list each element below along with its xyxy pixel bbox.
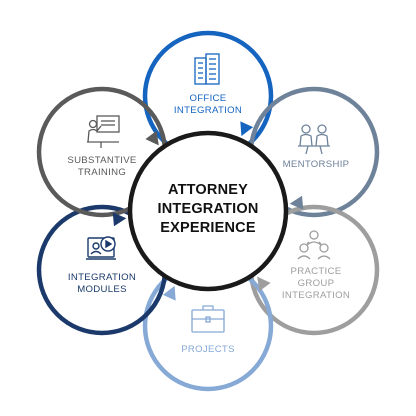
label-substantive-training-2: TRAINING (78, 167, 126, 178)
briefcase-icon (191, 305, 225, 333)
center-circle (127, 130, 289, 292)
center-hub: ATTORNEY INTEGRATION EXPERIENCE (127, 130, 289, 292)
label-office-integration-1: OFFICE (190, 93, 227, 104)
arrowhead-integration-modules (112, 212, 127, 227)
node-labels: OFFICE INTEGRATION MENTORSHIP PRACTICE G… (67, 93, 350, 355)
center-title-line-1: ATTORNEY (168, 182, 248, 198)
arrowhead-projects (162, 285, 176, 301)
center-title-line-3: EXPERIENCE (160, 220, 256, 236)
mentorship-meeting-icon (298, 124, 330, 155)
label-practice-group-3: INTEGRATION (282, 290, 350, 301)
office-buildings-icon (194, 53, 220, 85)
arrowheads (112, 121, 304, 301)
arrowhead-mentorship (289, 195, 304, 210)
label-integration-modules-1: INTEGRATION (68, 272, 136, 283)
label-integration-modules-2: MODULES (77, 284, 127, 295)
label-practice-group-1: PRACTICE (291, 266, 342, 277)
video-module-icon (86, 236, 116, 260)
label-substantive-training-1: SUBSTANTIVE (67, 155, 136, 166)
arrowhead-office-integration (240, 121, 254, 137)
group-people-icon (297, 230, 331, 260)
arrowhead-substantive-training (145, 130, 159, 146)
label-projects: PROJECTS (181, 344, 235, 355)
label-office-integration-2: INTEGRATION (174, 105, 242, 116)
presenter-board-icon (87, 115, 120, 148)
arrowhead-practice-group-integration (257, 276, 271, 292)
label-practice-group-2: GROUP (298, 278, 335, 289)
center-title-line-2: INTEGRATION (157, 201, 258, 217)
label-mentorship: MENTORSHIP (283, 159, 350, 170)
